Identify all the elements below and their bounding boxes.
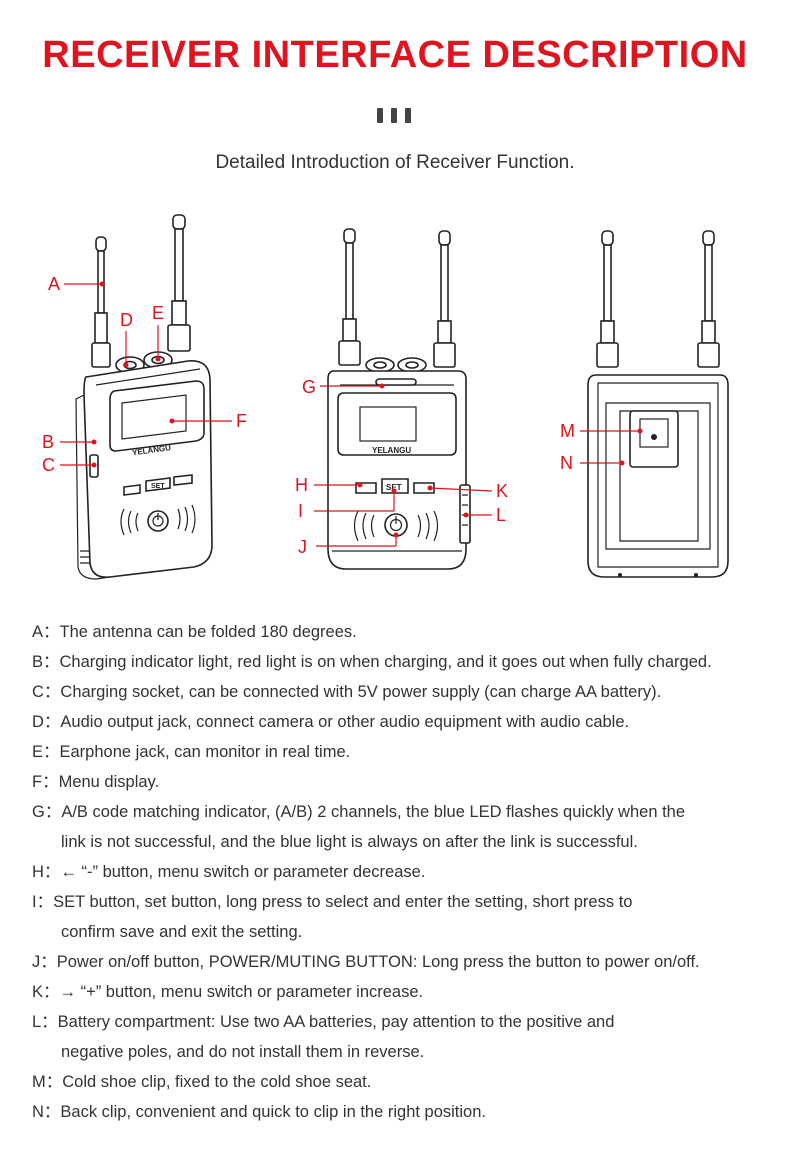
callout-f: F: [169, 411, 247, 431]
description-item: F：Menu display.: [32, 773, 160, 791]
receiver-front-view: YELANGU SET: [327, 228, 471, 570]
callout-l: L: [463, 505, 506, 525]
svg-text:E: E: [152, 303, 164, 323]
svg-text:C: C: [42, 455, 55, 475]
svg-text:K: K: [496, 481, 508, 501]
description-item: B：Charging indicator light, red light is…: [32, 653, 712, 671]
description-item: G：A/B code matching indicator, (A/B) 2 c…: [32, 803, 686, 821]
description-item: C：Charging socket, can be connected with…: [32, 683, 662, 701]
svg-text:D: D: [120, 310, 133, 330]
page-title: RECEIVER INTERFACE DESCRIPTION: [42, 34, 748, 76]
receiver-back-view: [587, 230, 729, 578]
description-item: I：SET button, set button, long press to …: [32, 893, 633, 911]
callout-i: I: [298, 488, 397, 521]
page-subtitle: Detailed Introduction of Receiver Functi…: [215, 152, 575, 173]
description-item-continuation: link is not successful, and the blue lig…: [61, 833, 638, 851]
description-item: M：Cold shoe clip, fixed to the cold shoe…: [32, 1073, 372, 1091]
svg-text:J: J: [298, 537, 307, 557]
set-button-label-front: SET: [386, 483, 402, 492]
callout-n: N: [560, 453, 625, 473]
description-item-continuation: confirm save and exit the setting.: [61, 923, 303, 941]
callout-m: M: [560, 421, 643, 441]
svg-text:H: H: [295, 475, 308, 495]
callout-g: G: [302, 377, 385, 397]
description-item: J：Power on/off button, POWER/MUTING BUTT…: [32, 953, 700, 971]
callout-e: E: [152, 303, 164, 362]
callout-c: C: [42, 455, 97, 475]
description-item: A：The antenna can be folded 180 degrees.: [32, 623, 357, 641]
brand-logo-front: YELANGU: [372, 446, 411, 455]
svg-text:M: M: [560, 421, 575, 441]
decorative-bars: [377, 108, 415, 123]
svg-text:L: L: [496, 505, 506, 525]
description-item: K：→ “+” button, menu switch or parameter…: [32, 983, 424, 1001]
callout-a: A: [48, 274, 105, 294]
description-list: A：The antenna can be folded 180 degrees.…: [32, 617, 782, 1127]
description-item: H：← “-” button, menu switch or parameter…: [32, 863, 426, 881]
receiver-left-view: YELANGU SET: [75, 214, 213, 580]
description-item: N：Back clip, convenient and quick to cli…: [32, 1103, 486, 1121]
svg-text:N: N: [560, 453, 573, 473]
callout-k: K: [427, 481, 508, 501]
description-item: E：Earphone jack, can monitor in real tim…: [32, 743, 351, 761]
callout-j: J: [298, 532, 399, 557]
description-item-continuation: negative poles, and do not install them …: [61, 1043, 425, 1061]
set-button-label: SET: [151, 483, 165, 490]
svg-text:A: A: [48, 274, 60, 294]
svg-text:I: I: [298, 501, 303, 521]
callout-h: H: [295, 475, 363, 495]
receiver-diagram: YELANGU SET: [42, 214, 729, 580]
callout-b: B: [42, 432, 97, 452]
svg-text:G: G: [302, 377, 316, 397]
description-item: D：Audio output jack, connect camera or o…: [32, 713, 630, 731]
svg-text:F: F: [236, 411, 247, 431]
svg-text:B: B: [42, 432, 54, 452]
callout-d: D: [120, 310, 133, 368]
description-item: L：Battery compartment: Use two AA batter…: [32, 1013, 615, 1031]
